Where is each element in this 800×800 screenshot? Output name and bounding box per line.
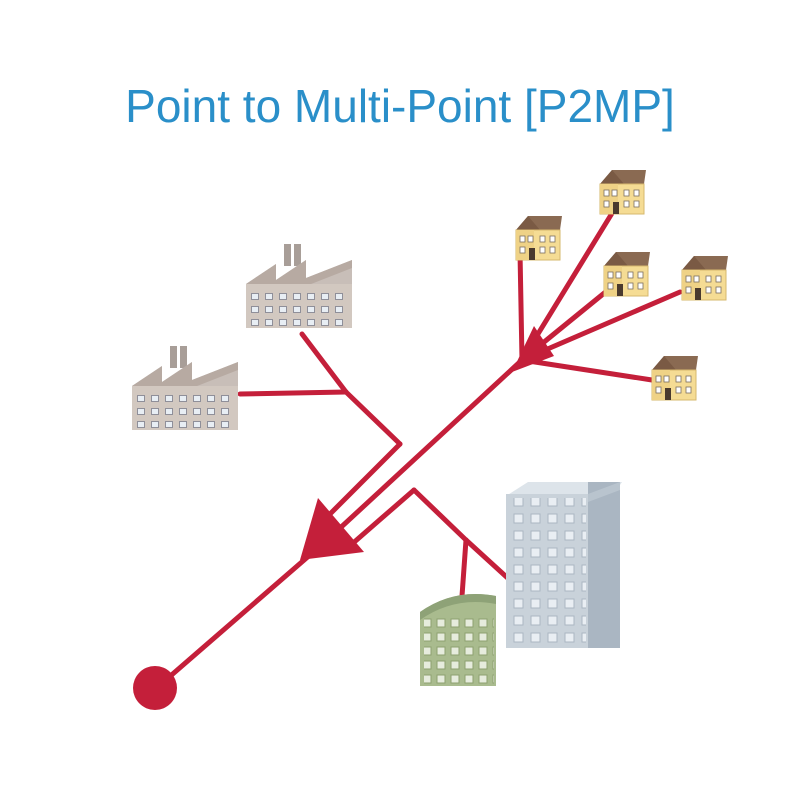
house-icon: [681, 255, 729, 301]
source-node-icon: [133, 666, 177, 710]
house-icon: [603, 251, 651, 297]
diagram-title: Point to Multi-Point [P2MP]: [125, 80, 675, 132]
split-arrow-icon: [300, 498, 364, 560]
house-icon: [599, 169, 647, 215]
office-tower-icon: [506, 482, 622, 648]
connection-lines: [157, 207, 683, 688]
factory-icon: [132, 346, 238, 430]
low-building-icon: [420, 594, 496, 686]
house-icon: [515, 215, 563, 261]
split-arrow-icon: [512, 326, 554, 372]
house-icon: [651, 355, 699, 401]
factory-icon: [246, 244, 352, 328]
